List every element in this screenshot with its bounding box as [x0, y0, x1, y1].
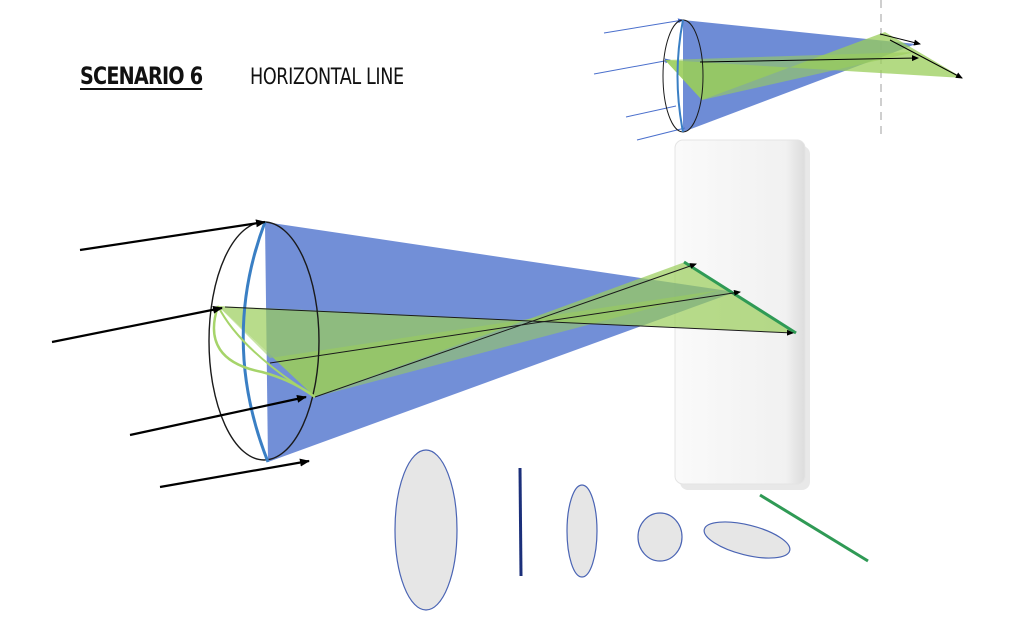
inset-lens-curve [676, 19, 684, 133]
output-ray-1 [224, 306, 794, 336]
inset-ray-3 [625, 105, 677, 118]
inset-ray-2 [593, 58, 671, 75]
inset-out-arrow-2 [889, 39, 963, 79]
horizontal-line-segment [759, 493, 869, 563]
scenario-title: SCENARIO 6 [80, 62, 203, 90]
small-circle [637, 512, 683, 562]
lens-green-curve-2 [217, 305, 316, 398]
scenario-heading: SCENARIO 6 HORIZONTAL LINE [80, 62, 404, 90]
vertical-line-segment [518, 467, 523, 577]
inset-green-cone-inner [665, 52, 915, 100]
horizontal-ellipse [703, 521, 791, 559]
input-arrow-3 [129, 394, 307, 437]
inset-out-arrow-3 [879, 33, 921, 46]
shape-sequence [394, 449, 869, 611]
output-ray-2 [269, 289, 741, 364]
inset-out-arrow-1 [699, 55, 919, 63]
main-diagram [51, 219, 797, 489]
input-arrow-2 [51, 305, 223, 344]
focal-green-line [683, 260, 797, 335]
inset-ray-1 [603, 18, 684, 34]
inset-diagram [593, 0, 963, 141]
input-arrow-4 [159, 458, 310, 489]
large-vertical-ellipse [394, 449, 458, 611]
output-ray-3 [314, 263, 697, 398]
medium-vertical-ellipse [566, 484, 598, 578]
input-arrow-1 [79, 219, 266, 252]
scenario-subtitle: HORIZONTAL LINE [250, 65, 404, 90]
